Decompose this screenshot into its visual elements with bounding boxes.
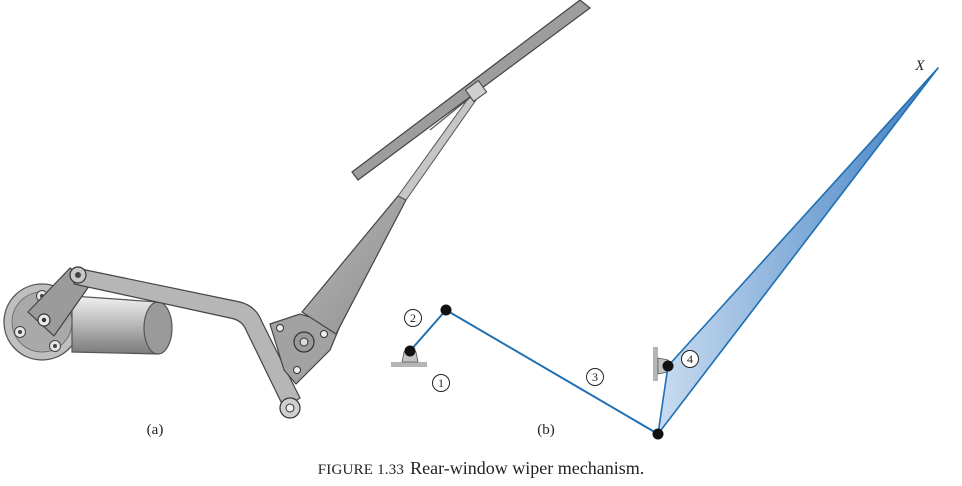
link-number-1: 1 <box>432 374 450 392</box>
joint-rocker-pivot <box>662 360 674 372</box>
point-x-label: X <box>914 58 925 74</box>
motor-body <box>71 295 173 355</box>
link-number-3: 3 <box>586 368 604 386</box>
svg-text:3: 3 <box>592 370 598 384</box>
wiper-arm <box>301 95 477 335</box>
joint-crank-coupler <box>440 304 452 316</box>
figure-caption: FIGURE 1.33 Rear-window wiper mechanism. <box>0 458 962 479</box>
crank-link <box>409 309 447 352</box>
joint-coupler-rocker <box>652 428 664 440</box>
connecting-rod <box>69 266 301 419</box>
wiper-link-triangle <box>657 67 939 435</box>
figure-number: FIGURE 1.33 <box>317 462 405 478</box>
link-number-4: 4 <box>681 350 699 368</box>
svg-text:2: 2 <box>410 311 416 325</box>
panel-b-diagram: 2 1 3 4 X (b) <box>391 58 939 440</box>
rocker-bracket <box>269 313 341 385</box>
coupler-link <box>445 309 659 435</box>
joint-crank-pivot <box>404 345 416 357</box>
panel-a-drawing: (a) <box>3 0 591 438</box>
svg-text:4: 4 <box>687 352 693 366</box>
panel-b-label: (b) <box>537 422 555 438</box>
wiper-blade <box>351 0 591 181</box>
panel-a-label: (a) <box>147 422 164 438</box>
svg-text:1: 1 <box>438 376 444 390</box>
link-number-2: 2 <box>404 309 422 327</box>
figure-title: Rear-window wiper mechanism. <box>410 458 645 478</box>
